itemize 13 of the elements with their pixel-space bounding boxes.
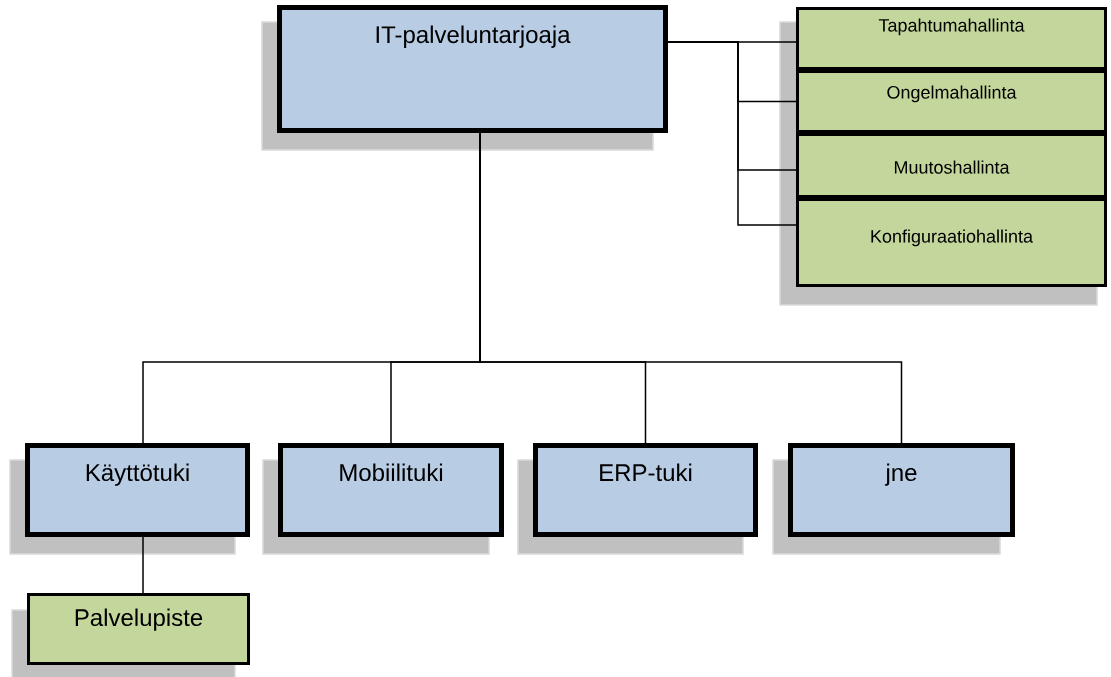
process-box: Konfiguraatiohallinta	[796, 198, 1107, 287]
unit-box: Mobiilituki	[278, 443, 504, 537]
connector-line	[667, 41, 797, 226]
unit-box: IT-palveluntarjoaja	[277, 5, 668, 133]
process-box: Ongelmahallinta	[796, 70, 1107, 133]
process-box: Palvelupiste	[27, 593, 250, 665]
process-box: Muutoshallinta	[796, 133, 1107, 198]
process-box: Tapahtumahallinta	[796, 7, 1107, 70]
connector-line	[479, 132, 903, 444]
unit-box: ERP-tuki	[533, 443, 758, 537]
connector-line	[142, 536, 144, 594]
unit-box: Käyttötuki	[25, 443, 250, 537]
unit-box: jne	[788, 443, 1015, 537]
